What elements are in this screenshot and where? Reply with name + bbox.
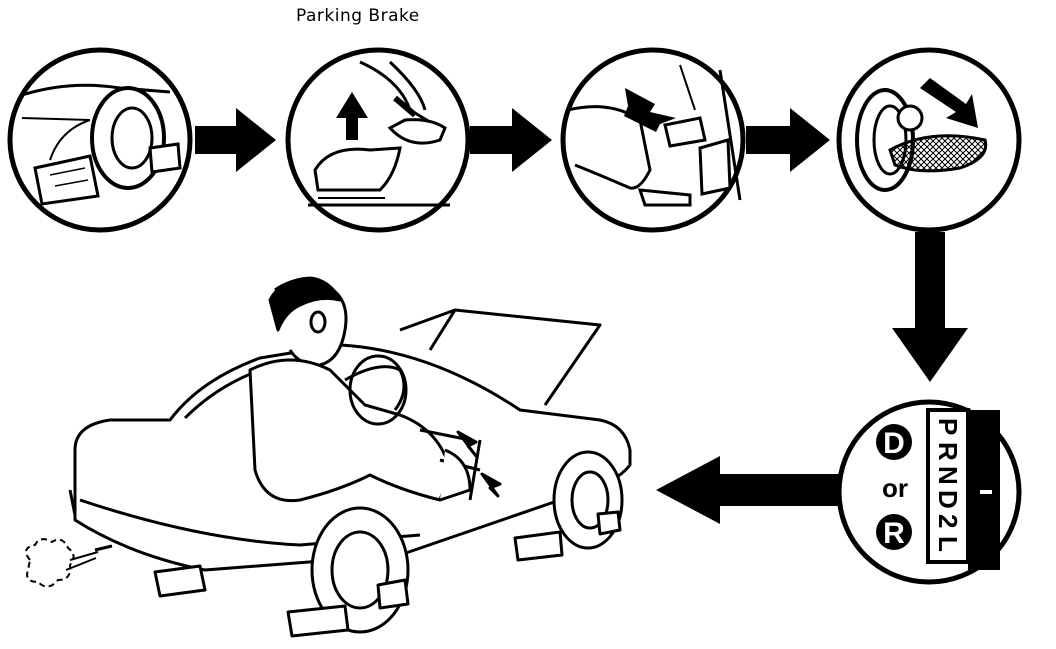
parking-brake-caption: Parking Brake: [296, 6, 420, 26]
brake-pedal-icon: [567, 64, 742, 207]
parking-brake-icon: [308, 60, 450, 207]
step5-gear-selector-circle: D or R P R N D 2 L: [836, 399, 1022, 585]
gear-2: 2: [933, 514, 963, 528]
step1-wheel-chock-circle: [7, 47, 193, 233]
ignition-key-icon: [855, 78, 988, 192]
gear-r: R: [933, 442, 963, 461]
gear-letters: P R N D 2 L: [933, 418, 963, 552]
wheel-chock-icon: [21, 83, 182, 206]
option-r-label: R: [883, 517, 905, 550]
arrow-step1-to-step2: [195, 108, 276, 172]
arrow-step3-to-step4: [746, 108, 830, 172]
option-r-badge: [876, 514, 912, 550]
option-d-badge: [876, 424, 912, 460]
arrow-step4-to-step5: [892, 232, 968, 382]
step2-parking-brake-circle: [285, 47, 471, 233]
car-on-stands-icon: [25, 276, 632, 638]
option-d-label: D: [883, 427, 905, 460]
gear-n: N: [933, 466, 963, 485]
gear-selector-icon: [926, 408, 1000, 570]
arrow-step2-to-step3: [470, 108, 552, 172]
arrow-step5-to-car: [656, 456, 840, 524]
step3-brake-pedal-circle: [560, 47, 746, 233]
gear-d: D: [933, 490, 963, 509]
gear-l: L: [933, 536, 963, 552]
gear-p: P: [933, 418, 963, 435]
option-or-label: or: [882, 473, 908, 503]
step4-ignition-key-circle: [836, 47, 1022, 233]
